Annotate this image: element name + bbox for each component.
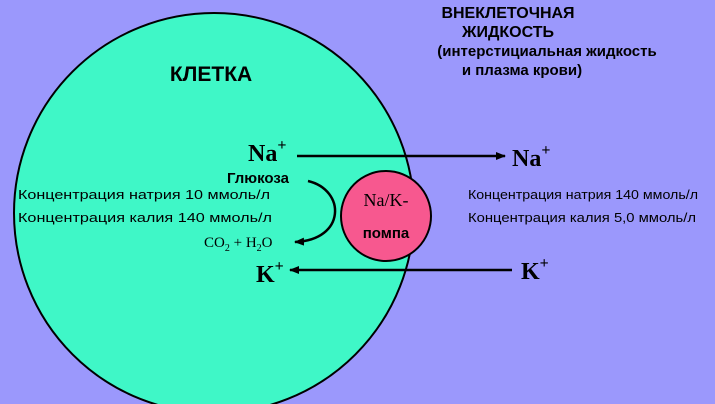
glucose-metabolism-arrow (294, 179, 337, 246)
cell-title: КЛЕТКА (170, 63, 252, 86)
inside-sodium-concentration: Концентрация натрия 10 ммоль/л (18, 187, 270, 202)
k-outside-label: K+ (521, 255, 549, 285)
extracellular-subtitle-line1: (интерстициальная жидкость (437, 43, 656, 60)
outside-potassium-concentration: Концентрация калия 5,0 ммоль/л (468, 210, 696, 225)
k-inside-label: K+ (256, 258, 284, 288)
glucose-label: Глюкоза (227, 170, 290, 187)
na-k-pump (340, 170, 432, 262)
extracellular-title-line1: ВНЕКЛЕТОЧНАЯ (441, 5, 574, 22)
extracellular-subtitle-line2: и плазма крови) (462, 62, 582, 79)
co2-h2o-products: CO2 + H2O (204, 235, 273, 254)
pump-label-line2: помпа (363, 225, 410, 242)
outside-sodium-concentration: Концентрация натрия 140 ммоль/л (468, 187, 698, 202)
extracellular-title-line2: ЖИДКОСТЬ (461, 24, 554, 41)
na-inside-label: Na+ (248, 137, 286, 167)
na-outside-label: Na+ (512, 142, 550, 172)
inside-potassium-concentration: Концентрация калия 140 ммоль/л (18, 210, 272, 225)
pump-label-line1: Na/K- (364, 190, 409, 210)
